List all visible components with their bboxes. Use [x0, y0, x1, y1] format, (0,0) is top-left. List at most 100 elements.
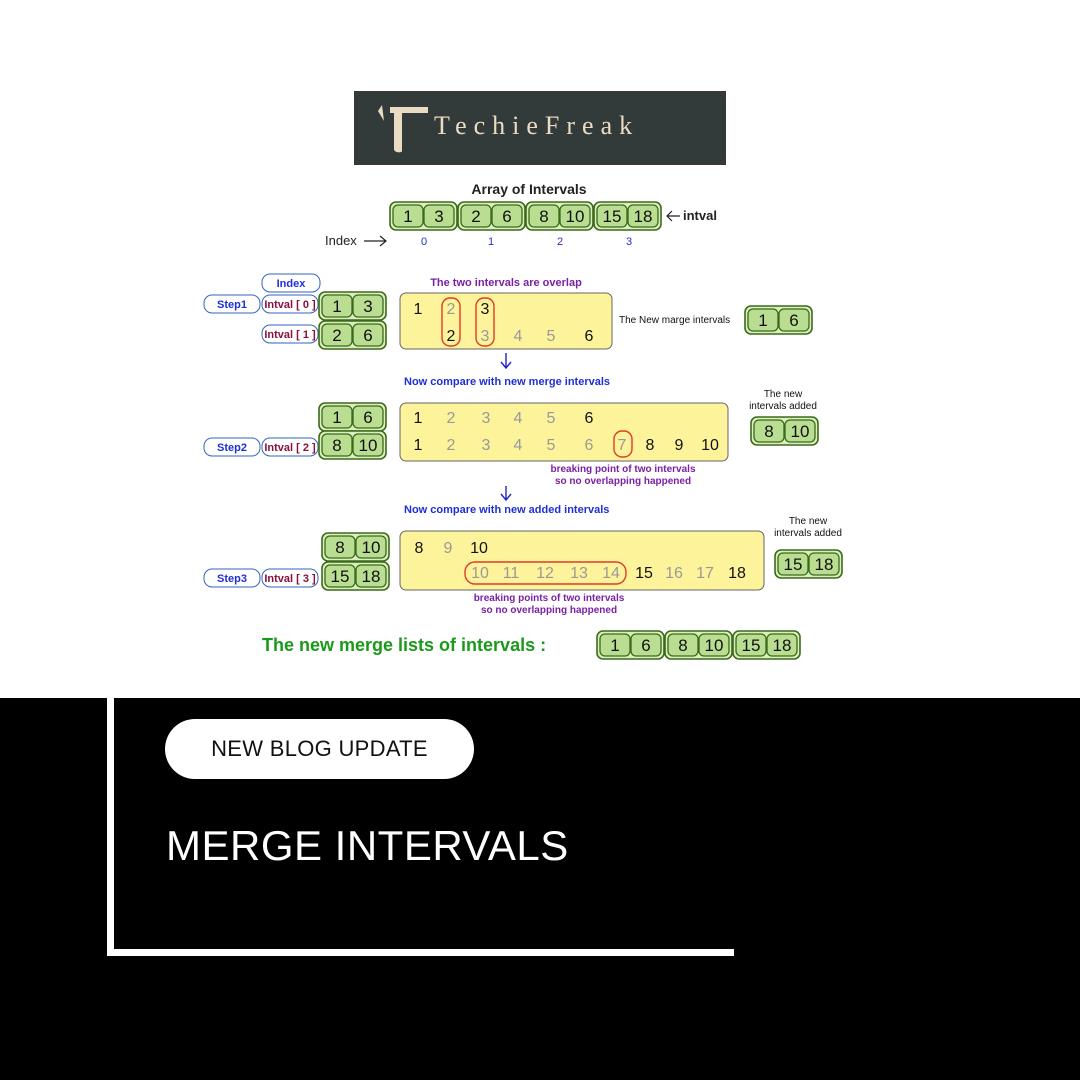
step3-added-pair-value: 18 — [815, 555, 834, 574]
step3-top-pair-cell — [324, 535, 356, 559]
index-header-label-box — [261, 273, 321, 293]
final-pair-0-cell — [630, 633, 662, 657]
step1-number: 2 — [447, 328, 456, 345]
blog-title: MERGE INTERVALS — [166, 822, 569, 869]
step3-label: Step3 — [217, 573, 247, 585]
index-arrow-icon — [364, 235, 387, 247]
final-pair-0-value: 6 — [641, 636, 650, 655]
step1-merged-pair-cell — [747, 308, 779, 332]
step2-top-pair-value: 6 — [363, 408, 372, 427]
final-merge-caption: The new merge lists of intervals : — [262, 635, 546, 655]
step2-break-oval — [613, 430, 633, 458]
final-pair-1-value: 8 — [678, 636, 687, 655]
step2-added-pair-value: 8 — [764, 422, 773, 441]
index-value: 0 — [421, 236, 427, 248]
step1-pair-0-cell — [321, 294, 353, 318]
intval-2-label-box — [261, 437, 319, 457]
step3-added-caption-2: intervals added — [774, 528, 842, 539]
intval-0-label: Intval [ 0 ] — [264, 299, 316, 311]
step2-pair-value: 8 — [332, 436, 341, 455]
step1-pair-1-cell — [352, 323, 384, 347]
array-interval-2-value: 10 — [566, 207, 585, 226]
step2-number: 10 — [701, 437, 719, 454]
step1-pair-0-value: 3 — [363, 297, 372, 316]
step2-number: 2 — [447, 437, 456, 454]
logo-mark-icon — [378, 105, 428, 153]
step1-merged-pair-value: 1 — [758, 311, 767, 330]
step2-pair-cell — [321, 433, 353, 457]
final-pair-2-value: 15 — [742, 636, 761, 655]
step2-number: 4 — [514, 437, 523, 454]
step2-label: Step2 — [217, 442, 247, 454]
step1-overlap-oval — [475, 297, 495, 347]
step3-note-1: breaking points of two intervals — [474, 593, 625, 604]
step2-number: 5 — [547, 410, 556, 427]
step1-number: 3 — [481, 328, 490, 345]
array-interval-2-value: 8 — [539, 207, 548, 226]
step3-top-pair-value: 10 — [362, 538, 381, 557]
step2-added-pair-value: 10 — [791, 422, 810, 441]
step2-number: 8 — [646, 437, 655, 454]
step2-added-caption-1: The new — [764, 389, 803, 400]
step2-number: 2 — [447, 410, 456, 427]
array-interval-1-cell — [460, 204, 492, 228]
step2-note-1: breaking point of two intervals — [550, 464, 695, 475]
array-interval-0-cell — [392, 204, 424, 228]
step2-number: 1 — [414, 437, 423, 454]
step1-pair-1-cell — [321, 323, 353, 347]
step3-number: 9 — [444, 540, 453, 557]
step2-added-pair-cell — [784, 419, 816, 443]
step3-added-caption-1: The new — [789, 516, 828, 527]
array-interval-0-value: 1 — [403, 207, 412, 226]
step2-pair-value: 10 — [359, 436, 378, 455]
down-arrow-icon — [500, 486, 512, 502]
intval-2-label: Intval [ 2 ] — [264, 442, 316, 454]
intval-pointer-label: intval — [683, 208, 717, 223]
techiefreak-logo: TechieFreak — [354, 91, 726, 165]
logo-wordmark: TechieFreak — [434, 111, 640, 140]
step3-number: 10 — [470, 540, 488, 557]
compare-merge-caption: Now compare with new merge intervals — [404, 376, 610, 388]
step1-number: 6 — [585, 328, 594, 345]
down-arrow-icon — [500, 353, 512, 370]
step3-number: 10 — [471, 565, 489, 582]
final-pair-2-value: 18 — [773, 636, 792, 655]
step2-number: 6 — [585, 437, 594, 454]
index-header-label: Index — [277, 278, 307, 290]
step2-highlight-box — [399, 402, 729, 462]
step2-number: 1 — [414, 410, 423, 427]
step1-number: 2 — [447, 301, 456, 318]
step3-pair-value: 18 — [362, 567, 381, 586]
compare-added-caption: Now compare with new added intervals — [404, 504, 609, 516]
step3-label-box — [203, 568, 261, 588]
step1-pair-0-value: 1 — [332, 297, 341, 316]
step1-merged-pair-value: 6 — [789, 311, 798, 330]
index-value: 3 — [626, 236, 632, 248]
step3-top-pair-value: 8 — [335, 538, 344, 557]
step3-break-oval — [464, 561, 627, 585]
overlap-caption: The two intervals are overlap — [430, 277, 582, 289]
step1-merged-pair-cell — [778, 308, 810, 332]
step2-top-pair-cell — [352, 405, 384, 429]
step2-number: 3 — [482, 410, 491, 427]
array-interval-3-cell — [596, 204, 628, 228]
step2-note-2: so no overlapping happened — [555, 476, 691, 487]
blog-banner — [0, 698, 1080, 1080]
intval-arrow-icon — [666, 210, 680, 222]
step3-number: 8 — [415, 540, 424, 557]
intval-0-label-box — [261, 294, 319, 314]
step3-number: 13 — [570, 565, 588, 582]
new-blog-update-badge: NEW BLOG UPDATE — [165, 719, 474, 779]
step3-number: 15 — [635, 565, 653, 582]
array-title: Array of Intervals — [471, 181, 586, 197]
final-pair-1-value: 10 — [705, 636, 724, 655]
array-interval-0-cell — [423, 204, 455, 228]
index-value: 2 — [557, 236, 563, 248]
step2-number: 7 — [618, 437, 627, 454]
step1-number: 5 — [547, 328, 556, 345]
step2-added-pair-cell — [753, 419, 785, 443]
step3-added-pair-cell — [808, 552, 840, 576]
array-interval-3-value: 18 — [634, 207, 653, 226]
array-interval-1-value: 2 — [471, 207, 480, 226]
step3-number: 14 — [602, 565, 620, 582]
